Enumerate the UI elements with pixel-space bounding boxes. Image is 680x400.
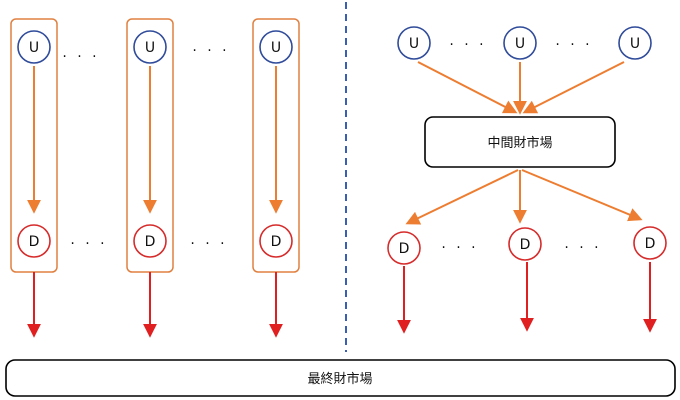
upstream-label: U	[630, 36, 640, 52]
upstream-label: U	[409, 36, 419, 52]
intermediate-market-label: 中間財市場	[487, 135, 552, 151]
downstream-node-right-2: D	[508, 227, 542, 261]
supply-arrow-u1	[417, 61, 518, 114]
downstream-node-right-1: D	[387, 231, 421, 265]
downstream-label: D	[399, 241, 410, 257]
ellipsis: · · ·	[555, 37, 592, 53]
downstream-node-right-3: D	[633, 226, 667, 260]
downstream-node-left-2: D	[133, 224, 167, 258]
downstream-label: D	[645, 236, 656, 252]
ellipsis: · · ·	[192, 43, 229, 59]
downstream-node-left-1: D	[17, 224, 51, 258]
demand-arrow-d3	[521, 169, 643, 222]
ellipsis: · · ·	[70, 236, 107, 252]
final-market-label: 最終財市場	[307, 371, 372, 387]
ellipsis: · · ·	[564, 240, 601, 256]
upstream-node-left-2: U	[133, 30, 167, 64]
ellipsis: · · ·	[190, 236, 227, 252]
downstream-label: D	[29, 234, 40, 250]
upstream-label: U	[271, 40, 281, 56]
upstream-node-right-2: U	[503, 26, 537, 60]
upstream-label: U	[515, 36, 525, 52]
downstream-label: D	[520, 237, 531, 253]
downstream-label: D	[271, 234, 282, 250]
downstream-node-left-3: D	[259, 224, 293, 258]
ellipsis: · · ·	[449, 37, 486, 53]
demand-arrow-d1	[405, 169, 519, 225]
upstream-node-right-3: U	[618, 26, 652, 60]
final-market-box: 最終財市場	[5, 359, 676, 397]
upstream-node-left-3: U	[259, 30, 293, 64]
upstream-label: U	[145, 40, 155, 56]
ellipsis: · · ·	[441, 240, 478, 256]
downstream-label: D	[145, 234, 156, 250]
ellipsis: · · ·	[62, 49, 99, 65]
upstream-node-right-1: U	[397, 26, 431, 60]
upstream-node-left-1: U	[17, 30, 51, 64]
supply-arrow-u3	[522, 61, 625, 114]
upstream-label: U	[29, 40, 39, 56]
intermediate-market-box: 中間財市場	[424, 116, 616, 168]
